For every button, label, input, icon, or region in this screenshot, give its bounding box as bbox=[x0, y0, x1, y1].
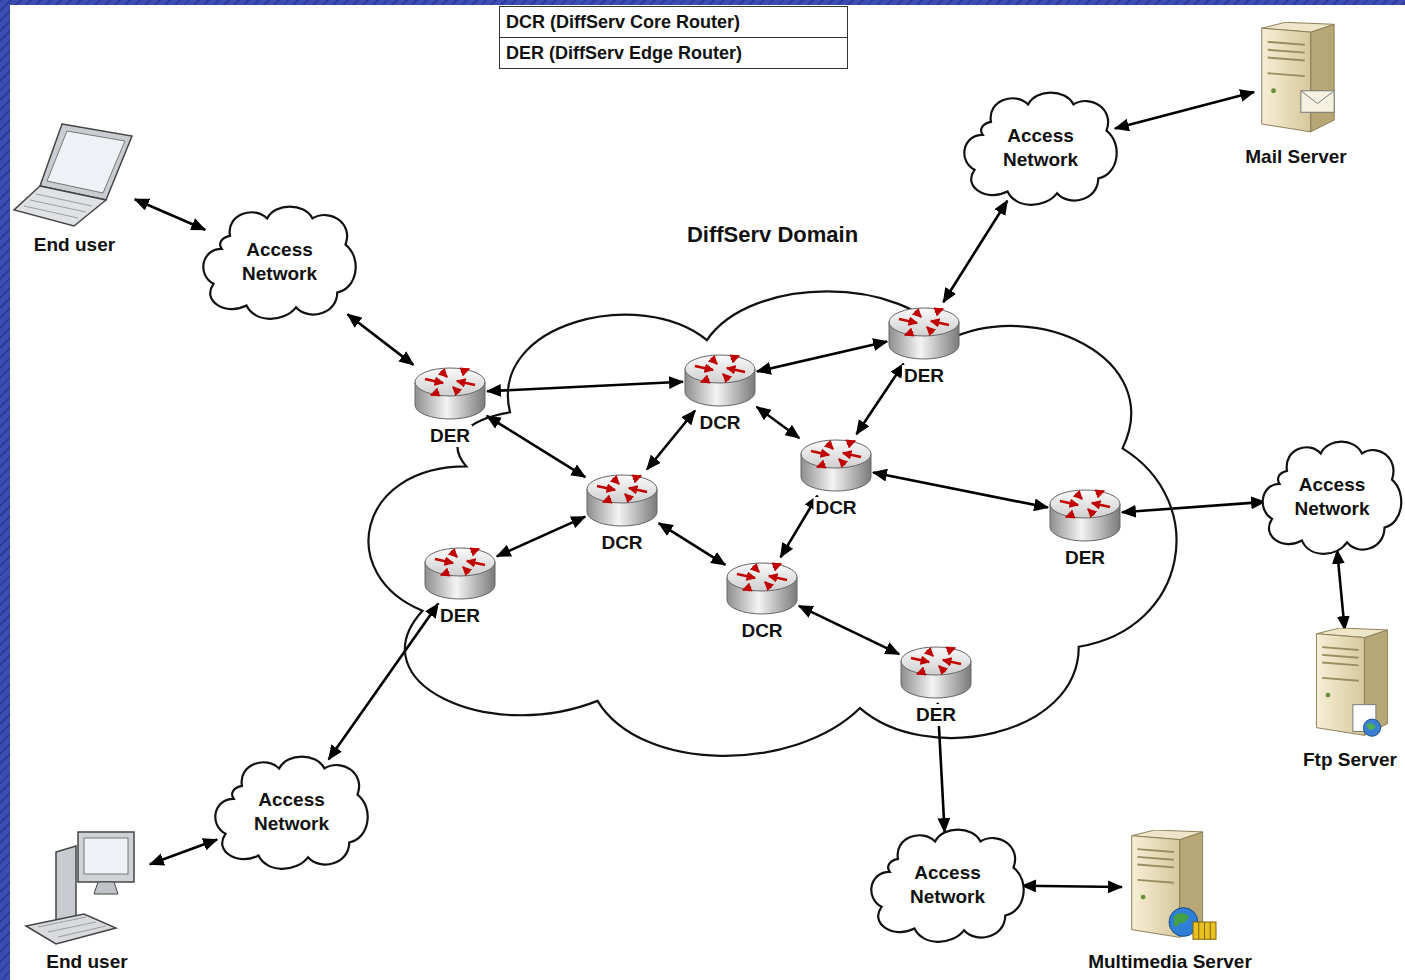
access-network-cloud: Access Network bbox=[209, 751, 374, 873]
link-arrow bbox=[329, 604, 439, 760]
diffserv-domain-cloud: DiffServ DomainDERDCRDERDCRDCRDERDERDCRD… bbox=[335, 268, 1210, 773]
router-icon bbox=[1048, 484, 1122, 546]
link-arrow bbox=[647, 411, 695, 470]
router-label: DCR bbox=[739, 620, 784, 642]
router-node: DER bbox=[1048, 484, 1122, 546]
network-label: Access Network bbox=[246, 788, 338, 836]
network-label: Access Network bbox=[902, 861, 994, 909]
server-icon bbox=[1252, 22, 1340, 140]
link-arrow bbox=[487, 382, 683, 391]
server-icon bbox=[1120, 830, 1220, 945]
link-arrow bbox=[873, 472, 1048, 507]
router-node: DER bbox=[899, 641, 973, 703]
legend-row: DCR (DiffServ Core Router) bbox=[500, 7, 847, 37]
router-label: DER bbox=[438, 605, 482, 627]
link-arrow bbox=[799, 606, 899, 654]
router-icon bbox=[899, 641, 973, 703]
end-user-node: End user bbox=[22, 830, 152, 945]
link-arrow bbox=[497, 517, 585, 557]
domain-title: DiffServ Domain bbox=[687, 222, 858, 248]
server-node: Multimedia Server bbox=[1120, 830, 1220, 945]
access-network-cloud: Access Network bbox=[1257, 436, 1405, 558]
cloud-outline bbox=[1257, 436, 1405, 558]
link-arrow bbox=[856, 364, 903, 435]
legend-row: DER (DiffServ Edge Router) bbox=[500, 37, 847, 68]
access-network-cloud: Access Network bbox=[197, 201, 362, 323]
link-arrow bbox=[1115, 92, 1254, 129]
laptop-icon bbox=[12, 118, 137, 228]
link-arrow bbox=[781, 496, 818, 558]
access-network-cloud: Access Network bbox=[865, 824, 1030, 946]
router-icon bbox=[413, 362, 487, 424]
server-node: Mail Server bbox=[1252, 22, 1340, 140]
network-label: Access Network bbox=[1286, 473, 1378, 521]
router-icon bbox=[585, 469, 659, 531]
device-label: Multimedia Server bbox=[1086, 951, 1254, 973]
legend-table: DCR (DiffServ Core Router)DER (DiffServ … bbox=[499, 6, 848, 69]
device-label: Ftp Server bbox=[1301, 749, 1399, 771]
link-arrow bbox=[135, 199, 205, 230]
device-label: End user bbox=[32, 234, 117, 256]
router-label: DCR bbox=[813, 497, 858, 519]
router-label: DER bbox=[914, 704, 958, 726]
link-arrow bbox=[150, 840, 217, 865]
router-node: DER bbox=[887, 302, 961, 364]
router-node: DCR bbox=[585, 469, 659, 531]
link-arrow bbox=[659, 523, 726, 565]
link-arrow bbox=[757, 407, 800, 438]
network-label: Access Network bbox=[234, 238, 326, 286]
router-node: DCR bbox=[683, 349, 757, 411]
router-icon bbox=[683, 349, 757, 411]
router-icon bbox=[423, 542, 497, 604]
server-node: Ftp Server bbox=[1305, 628, 1395, 743]
link-arrow bbox=[1022, 886, 1122, 887]
link-arrow bbox=[943, 201, 1007, 303]
link-arrow bbox=[1122, 502, 1265, 512]
cloud-outline bbox=[958, 87, 1123, 209]
router-icon bbox=[725, 557, 799, 619]
cloud-outline bbox=[197, 201, 362, 323]
network-label: Access Network bbox=[995, 124, 1087, 172]
link-arrow bbox=[1337, 550, 1345, 630]
link-arrow bbox=[348, 314, 414, 365]
desktop-icon bbox=[22, 830, 152, 945]
router-node: DCR bbox=[725, 557, 799, 619]
router-label: DCR bbox=[697, 412, 742, 434]
cloud-outline bbox=[209, 751, 374, 873]
router-icon bbox=[887, 302, 961, 364]
cloud-outline bbox=[865, 824, 1030, 946]
server-icon bbox=[1305, 628, 1395, 743]
router-label: DER bbox=[1063, 547, 1107, 569]
device-label: End user bbox=[44, 951, 129, 973]
router-node: DER bbox=[423, 542, 497, 604]
router-label: DER bbox=[902, 365, 946, 387]
access-network-cloud: Access Network bbox=[958, 87, 1123, 209]
router-icon bbox=[799, 434, 873, 496]
router-label: DER bbox=[428, 425, 472, 447]
device-label: Mail Server bbox=[1243, 146, 1348, 168]
link-arrow bbox=[487, 416, 586, 477]
router-node: DER bbox=[413, 362, 487, 424]
router-label: DCR bbox=[599, 532, 644, 554]
link-arrow bbox=[757, 342, 887, 372]
end-user-node: End user bbox=[12, 118, 137, 228]
router-node: DCR bbox=[799, 434, 873, 496]
